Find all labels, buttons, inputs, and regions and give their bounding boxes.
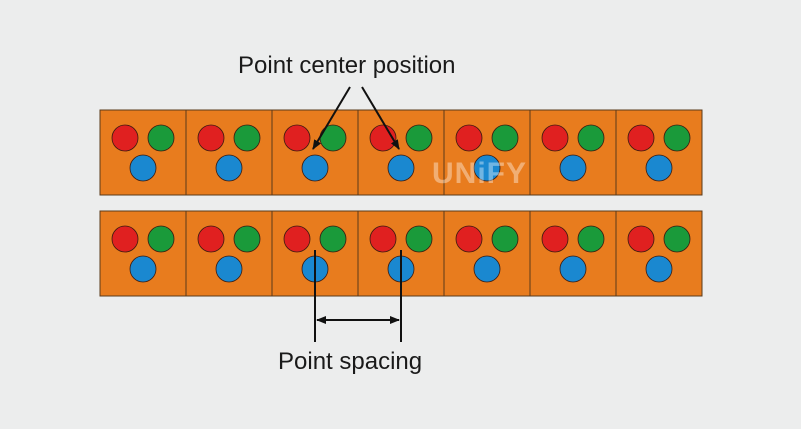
pixel-cell	[185, 210, 273, 297]
center-arrow-right	[361, 86, 400, 150]
pixel-cell	[357, 109, 445, 196]
red-led	[283, 124, 311, 152]
pixel-cell-background	[99, 109, 187, 196]
green-led	[405, 225, 433, 253]
pixel-cell-background	[99, 210, 187, 297]
pixel-cell-background	[529, 109, 617, 196]
pixel-cell-background	[443, 210, 531, 297]
green-led	[405, 124, 433, 152]
module-row-1	[99, 109, 703, 196]
green-led	[491, 124, 519, 152]
blue-led	[645, 154, 673, 182]
green-led	[663, 124, 691, 152]
pixel-cell-background	[529, 210, 617, 297]
spacing-label: Point spacing	[278, 348, 422, 375]
red-led	[455, 124, 483, 152]
pixel-cell-background	[185, 210, 273, 297]
green-led	[577, 225, 605, 253]
green-led	[233, 124, 261, 152]
red-led	[627, 124, 655, 152]
red-led	[283, 225, 311, 253]
pixel-cell	[615, 210, 703, 297]
blue-led	[215, 154, 243, 182]
unify-watermark-logo: UNiFY	[432, 157, 527, 190]
green-led	[319, 225, 347, 253]
pixel-cell-background	[185, 109, 273, 196]
green-led	[491, 225, 519, 253]
blue-led	[387, 154, 415, 182]
blue-led	[473, 255, 501, 283]
green-led	[233, 225, 261, 253]
red-led	[369, 225, 397, 253]
pixel-cell	[99, 109, 187, 196]
red-led	[541, 124, 569, 152]
green-led	[577, 124, 605, 152]
blue-led	[215, 255, 243, 283]
blue-led	[129, 154, 157, 182]
red-led	[197, 124, 225, 152]
led-module-rows	[99, 109, 703, 297]
green-led	[147, 225, 175, 253]
pixel-cell	[443, 210, 531, 297]
red-led	[197, 225, 225, 253]
red-led	[111, 124, 139, 152]
red-led	[455, 225, 483, 253]
pixel-cell-background	[271, 109, 359, 196]
blue-led	[559, 255, 587, 283]
module-row-2	[99, 210, 703, 297]
green-led	[663, 225, 691, 253]
pixel-cell	[271, 109, 359, 196]
center-position-label: Point center position	[238, 52, 455, 79]
red-led	[111, 225, 139, 253]
blue-led	[129, 255, 157, 283]
pixel-cell-background	[615, 109, 703, 196]
pixel-cell	[99, 210, 187, 297]
blue-led	[645, 255, 673, 283]
pixel-cell	[185, 109, 273, 196]
red-led	[541, 225, 569, 253]
center-arrow-left	[312, 86, 351, 150]
pixel-cell-background	[615, 210, 703, 297]
pixel-cell	[529, 210, 617, 297]
red-led	[627, 225, 655, 253]
blue-led	[559, 154, 587, 182]
green-led	[147, 124, 175, 152]
pixel-cell	[529, 109, 617, 196]
blue-led	[473, 154, 501, 182]
pixel-cell	[615, 109, 703, 196]
pixel-cell	[443, 109, 531, 196]
blue-led	[301, 154, 329, 182]
